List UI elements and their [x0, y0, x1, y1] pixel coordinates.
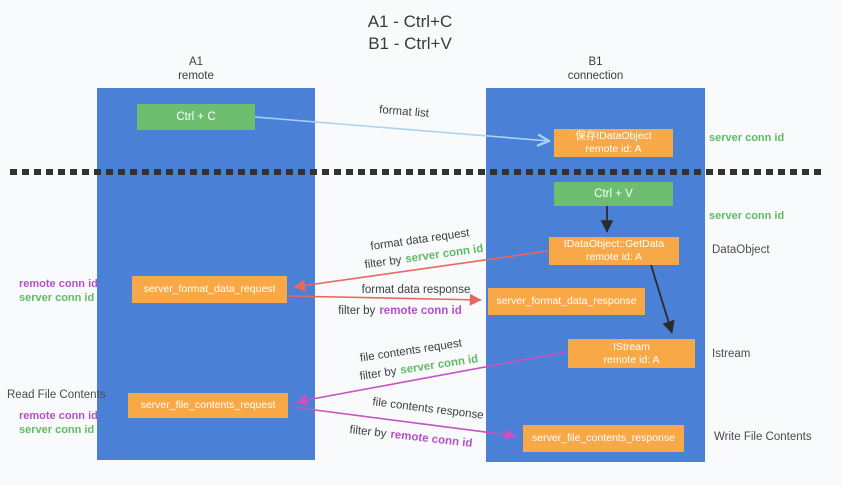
annotation-write-file-contents: Write File Contents [714, 431, 812, 443]
annotation-dataobject: DataObject [712, 244, 770, 256]
node-fmt-req-label: server_format_data_request [143, 283, 276, 295]
node-istream-line-1: IStream [613, 340, 650, 353]
format-data-response-label: format data response [361, 284, 471, 296]
annotation-server-conn-id-1: server conn id [19, 292, 95, 304]
lane-b1-subtitle: connection [567, 70, 624, 82]
annotation-server-conn-id-2: server conn id [19, 424, 95, 436]
node-server-file-contents-request: server_file_contents_request [128, 393, 288, 418]
node-server-format-data-request: server_format_data_request [132, 276, 287, 303]
arrow-format-list [254, 116, 549, 141]
node-server-file-contents-response: server_file_contents_response [523, 425, 684, 452]
arrow-format-data-request [293, 250, 549, 292]
lane-b1-name: B1 [588, 56, 603, 68]
arrow-file-contents-request [295, 351, 567, 406]
node-ctrl-v-label: Ctrl + V [594, 188, 633, 200]
node-save-line-1: 保存IDataObject [575, 130, 652, 142]
node-getdata-line-1: IDataObject::GetData [563, 238, 665, 250]
node-server-format-data-response: server_format_data_response [488, 288, 645, 315]
node-ctrl-c: Ctrl + C [137, 104, 255, 130]
lane-a1-subtitle: remote [178, 70, 214, 82]
node-save-line-2: remote id: A [585, 143, 642, 155]
lane-a1-name: A1 [188, 56, 204, 68]
node-istream-line-2: remote id: A [603, 353, 660, 366]
node-getdata-line-2: remote id: A [585, 251, 643, 263]
arrow-format-data-response [287, 293, 482, 306]
node-ctrl-c-label: Ctrl + C [176, 111, 216, 123]
node-save-idataobject: 保存IDataObject remote id: A [554, 129, 673, 157]
annotation-server-conn-id-top: server conn id [709, 132, 785, 144]
dotted-separator [10, 169, 824, 175]
annotation-remote-conn-id-1: remote conn id [19, 278, 98, 290]
annotation-remote-conn-id-2: remote conn id [19, 410, 98, 422]
title-line-1: A1 - Ctrl+C [367, 12, 453, 31]
filter-by-text: filter by [338, 305, 376, 317]
arrow-file-contents-response [291, 406, 517, 441]
remote-conn-id-key: remote conn id [379, 305, 462, 317]
node-fmt-res-label: server_format_data_response [496, 295, 637, 307]
lane-a1-header: A1 remote [87, 55, 305, 83]
node-ctrl-v: Ctrl + V [554, 182, 673, 206]
annotation-istream: Istream [712, 348, 751, 360]
node-idataobject-getdata: IDataObject::GetData remote id: A [549, 237, 679, 265]
node-file-res-label: server_file_contents_response [531, 432, 675, 444]
annotation-read-file-contents: Read File Contents [7, 389, 106, 401]
node-file-req-label: server_file_contents_request [140, 399, 276, 411]
annotation-server-conn-id-mid: server conn id [709, 210, 785, 222]
arrow-getdata-to-istream [650, 264, 675, 334]
title-line-2: B1 - Ctrl+V [368, 34, 452, 53]
diagram-title: A1 - Ctrl+C B1 - Ctrl+V [0, 11, 820, 55]
node-istream: IStream remote id: A [568, 339, 695, 368]
lane-b1-header: B1 connection [486, 55, 705, 83]
